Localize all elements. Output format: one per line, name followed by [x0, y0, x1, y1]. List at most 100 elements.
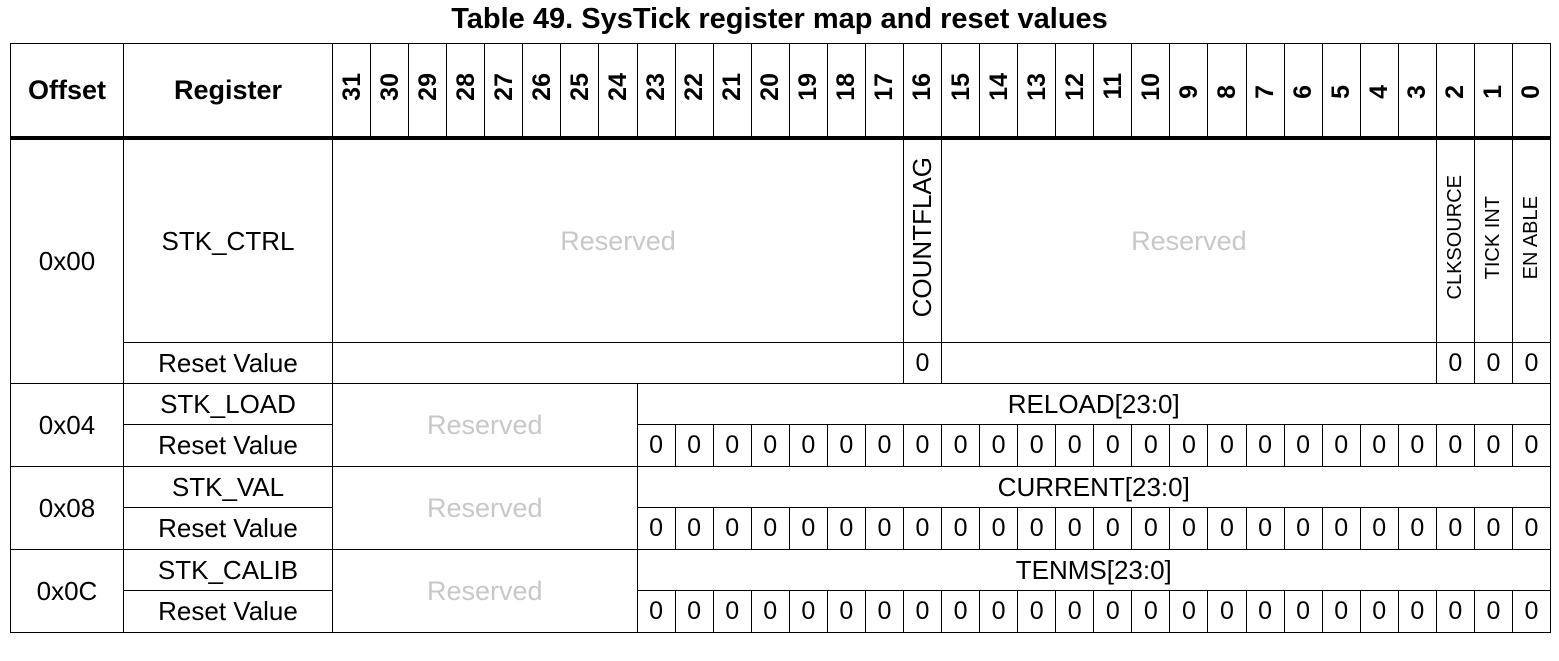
bit-header: 9: [1169, 43, 1209, 140]
bit-number: 19: [794, 72, 823, 101]
tickint-label: TICK INT: [1481, 195, 1504, 280]
reset-bit: 0: [1169, 590, 1209, 633]
stk-ctrl-reset-row: Reset Value 0 0 0 0: [11, 342, 1552, 384]
reset-bit: 0: [979, 424, 1019, 467]
reset-bit: 0: [1397, 590, 1437, 633]
reset-bit: 0: [1359, 424, 1399, 467]
reset-bit: 0: [1245, 424, 1285, 467]
offset-0x04: 0x04: [10, 383, 124, 467]
reset-bit: 0: [902, 342, 943, 384]
reset-bit: 0: [1283, 507, 1323, 550]
bit-header: 25: [560, 43, 600, 140]
offset-0x08: 0x08: [10, 466, 124, 550]
stk-load-row: 0x04 STK_LOAD Reserved RELOAD[23:0]: [10, 383, 1551, 467]
reload-field: RELOAD[23:0]: [636, 383, 1551, 425]
bit-header: 11: [1093, 43, 1133, 140]
reset-bit: 0: [1473, 424, 1513, 467]
bit-header: 16: [902, 43, 943, 140]
bit-number: 9: [1174, 84, 1203, 99]
bit-header: 22: [674, 43, 714, 140]
reset-bit: 0: [1321, 507, 1361, 550]
reset-bit: 0: [1245, 590, 1285, 633]
bit-header: 29: [408, 43, 448, 140]
bit-header: 8: [1207, 43, 1247, 140]
reset-bit: 0: [1131, 424, 1171, 467]
reset-bit: 0: [1169, 424, 1209, 467]
bit-number: 5: [1327, 84, 1356, 99]
reset-bit: 0: [636, 424, 676, 467]
reset-bit: 0: [940, 424, 981, 467]
reset-bit: 0: [940, 507, 981, 550]
bit-number: 26: [527, 72, 556, 101]
reset-bit: 0: [864, 424, 904, 467]
bit-header: 18: [826, 43, 866, 140]
reset-bit: 0: [1245, 507, 1285, 550]
bit-number: 6: [1289, 84, 1318, 99]
enable-field: EN ABLE: [1511, 137, 1552, 343]
bit-header: 5: [1321, 43, 1361, 140]
reset-bit: 0: [1017, 424, 1057, 467]
offset-0x00: 0x00: [10, 137, 124, 384]
header-register: Register: [123, 43, 333, 140]
bit-number: 28: [451, 72, 480, 101]
reset-bit: 0: [636, 590, 676, 633]
reset-bit: 0: [750, 507, 790, 550]
reset-bit: 0: [1169, 507, 1209, 550]
reset-bit: 0: [940, 590, 981, 633]
bit-number: 21: [718, 72, 747, 101]
tickint-field: TICK INT: [1473, 137, 1513, 343]
reset-bit: 0: [979, 507, 1019, 550]
reset-bit: 0: [1017, 590, 1057, 633]
tenms-field: TENMS[23:0]: [636, 549, 1551, 591]
reset-bit: 0: [1397, 507, 1437, 550]
reset-bit: 0: [1283, 424, 1323, 467]
reset-bit: 0: [1017, 507, 1057, 550]
bit-header: 31: [331, 43, 372, 140]
reset-bit: 0: [1207, 590, 1247, 633]
bit-number: 11: [1098, 73, 1127, 100]
reserved-field: Reserved: [941, 137, 1437, 343]
reset-bit: 0: [1435, 342, 1475, 384]
bit-header: 21: [712, 43, 752, 140]
bit-number: 8: [1212, 84, 1241, 99]
reset-blank: [941, 342, 1437, 384]
reset-value-label: Reset Value: [123, 507, 333, 550]
clksource-field: CLKSOURCE: [1435, 137, 1475, 343]
reset-bit: 0: [1321, 424, 1361, 467]
reset-bit: 0: [674, 590, 714, 633]
bit-number: 30: [375, 72, 404, 101]
reset-bit: 0: [636, 507, 676, 550]
reset-bit: 0: [1511, 342, 1552, 384]
reset-bit: 0: [750, 424, 790, 467]
bit-number: 10: [1136, 72, 1165, 101]
reset-value-label: Reset Value: [123, 590, 333, 633]
countflag-label: COUNTFLAG: [906, 157, 937, 318]
register-stk-ctrl: STK_CTRL: [123, 137, 333, 343]
reset-bit: 0: [712, 424, 752, 467]
bit-number: 31: [337, 72, 366, 101]
bit-number: 0: [1517, 84, 1546, 99]
reset-bit: 0: [902, 590, 943, 633]
reset-bit: 0: [712, 590, 752, 633]
reset-bit: 0: [1397, 424, 1437, 467]
reset-bit: 0: [826, 424, 866, 467]
reset-bit: 0: [1207, 507, 1247, 550]
reset-bit: 0: [902, 424, 943, 467]
bit-number: 16: [908, 72, 937, 101]
register-stk-calib: STK_CALIB: [123, 549, 333, 591]
countflag-field: COUNTFLAG: [902, 137, 943, 343]
reset-bit: 0: [1435, 424, 1475, 467]
reset-value-label: Reset Value: [123, 342, 333, 384]
bit-number: 14: [984, 72, 1013, 101]
bit-number: 4: [1365, 84, 1394, 99]
reserved-field: Reserved: [332, 549, 638, 633]
reserved-field: Reserved: [332, 137, 904, 343]
table-caption: Table 49. SysTick register map and reset…: [451, 3, 1108, 35]
bit-number: 13: [1022, 72, 1051, 101]
bit-header: 20: [750, 43, 790, 140]
bit-header: 10: [1131, 43, 1171, 140]
reset-bit: 0: [674, 424, 714, 467]
